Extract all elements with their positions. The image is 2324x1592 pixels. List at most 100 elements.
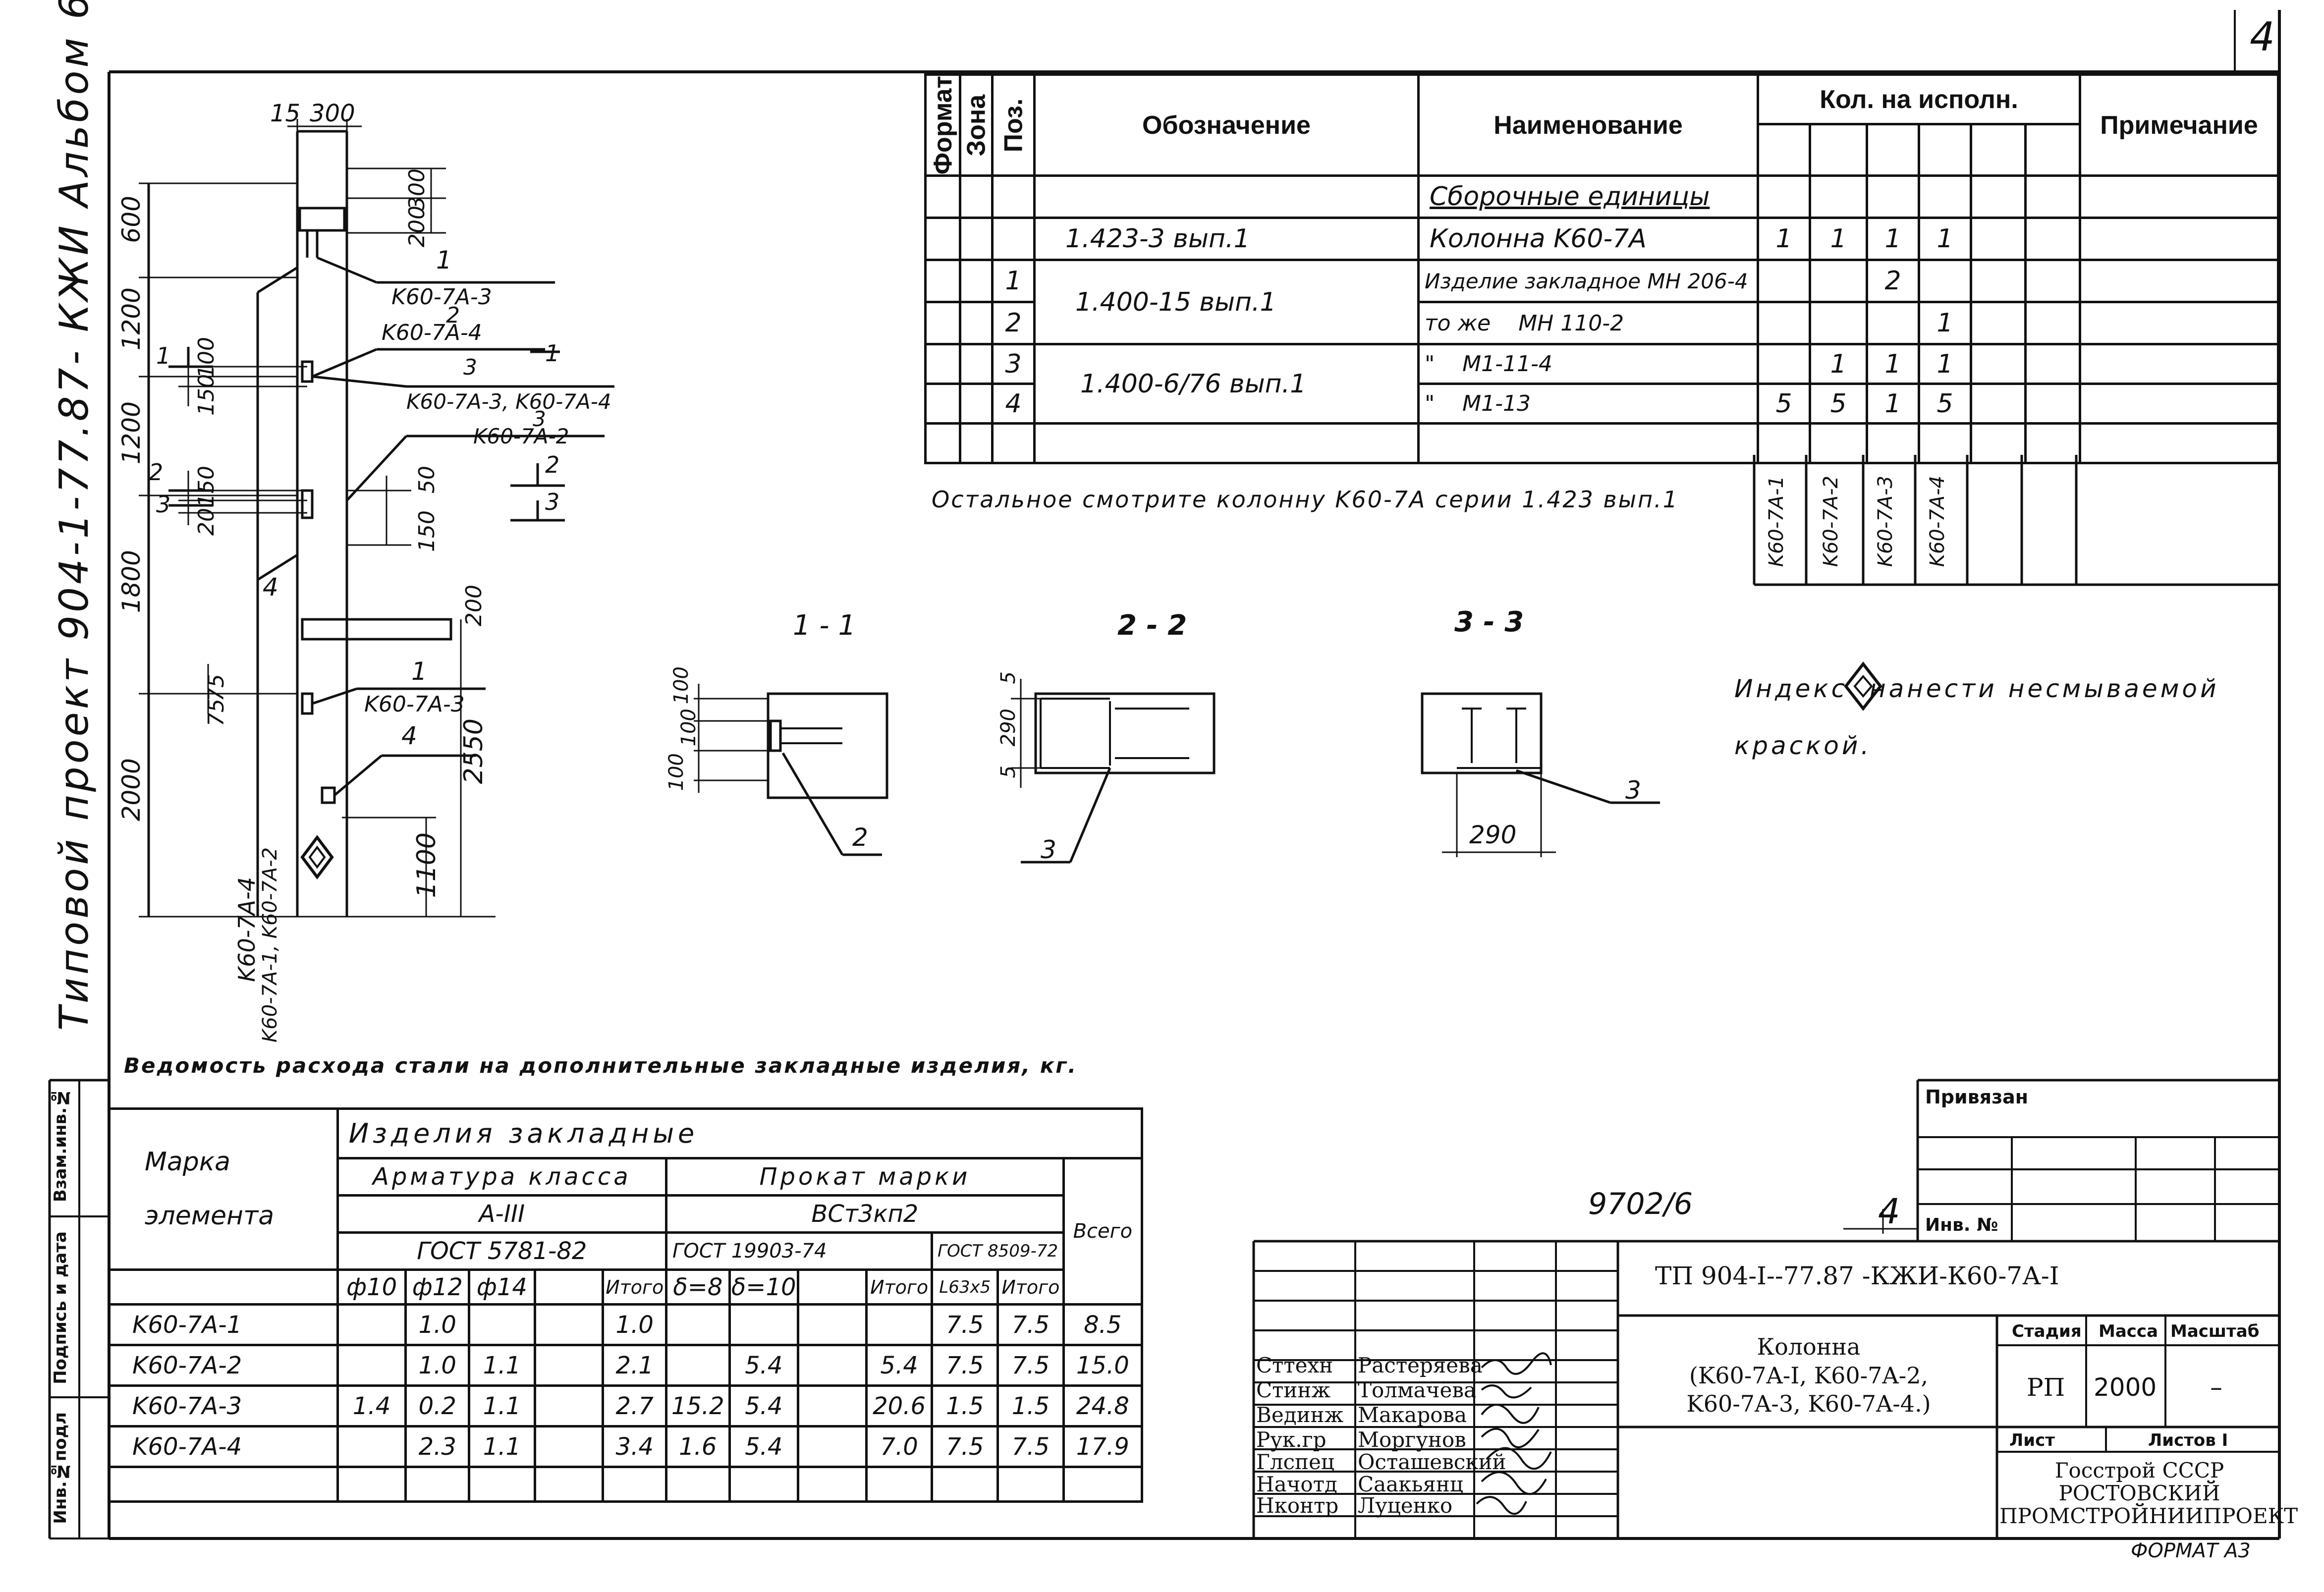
col-header: ф12 xyxy=(404,1268,471,1306)
qty-cell: 5 xyxy=(1757,383,1811,425)
spec-name-column: Колонна K60-7A xyxy=(1417,217,1759,262)
top-dim-300: 300 xyxy=(310,100,355,127)
cell: 1.1 xyxy=(468,1344,536,1387)
specification-table: Формат Зона Поз. Обозначение Наименовани… xyxy=(924,73,2279,465)
list-header: Лист xyxy=(2009,1430,2055,1450)
cell xyxy=(796,1303,868,1346)
staff-role: Рук.гр xyxy=(1256,1427,1327,1452)
callout-mark-1a: K60-7A-3 xyxy=(391,284,492,310)
cell-total: 15.0 xyxy=(1062,1344,1144,1387)
gost-19903: ГОСТ 19903-74 xyxy=(664,1231,934,1271)
spec-name-embedded: Изделие закладное МН 206-4 xyxy=(1417,259,1759,304)
section-mark-1-right: 1 xyxy=(545,340,560,367)
qty-cell: 1 xyxy=(1918,217,1972,262)
doc-number: 9702/6 xyxy=(1588,1187,1693,1221)
col-header: Итого xyxy=(865,1268,934,1306)
qty-cell xyxy=(1757,259,1811,304)
col-header: L63x5 xyxy=(931,1268,999,1306)
cell xyxy=(336,1303,407,1346)
spec-designation-1400-15: 1.400-15 вып.1 xyxy=(1033,259,1420,346)
row-mark: K60-7A-1 xyxy=(110,1303,339,1346)
object-title: Колонна (K60-7A-I, K60-7A-2, K60-7A-3, K… xyxy=(1686,1333,1931,1417)
cell xyxy=(665,1303,731,1346)
table-row: K60-7A-4 2.3 1.1 3.4 1.6 5.4 7.0 7.5 7.5… xyxy=(110,1425,1144,1468)
row-mark: K60-7A-2 xyxy=(110,1344,339,1387)
pos-cell: 4 xyxy=(991,383,1036,425)
cell-total: 24.8 xyxy=(1062,1384,1144,1427)
spec-remark: Остальное смотрите колонну K60-7A серии … xyxy=(932,486,1679,513)
cell xyxy=(796,1384,868,1427)
staff-role: Сттехн xyxy=(1256,1353,1333,1377)
rebar-gost: ГОСТ 5781-82 xyxy=(336,1231,668,1271)
column-elevation xyxy=(139,119,614,918)
table-row: K60-7A-3 1.4 0.2 1.1 2.7 15.2 5.4 20.6 1… xyxy=(110,1384,1144,1427)
qty-cell: 1 xyxy=(1809,217,1868,262)
staff-name: Луценко xyxy=(1358,1493,1453,1518)
col-header: δ=10 xyxy=(728,1268,799,1306)
callout-pos-4: 4 xyxy=(401,721,417,750)
staff-name: Макарова xyxy=(1358,1403,1467,1427)
spec-designation-1400-6: 1.400-6/76 вып.1 xyxy=(1033,343,1420,425)
staff-name: Саакьянц xyxy=(1358,1472,1463,1496)
callout-mark-2: K60-7A-4 xyxy=(382,320,482,345)
section-title-1-1: 1 - 1 xyxy=(793,609,856,642)
cell: 5.4 xyxy=(728,1384,799,1427)
cell: 0.2 xyxy=(404,1384,471,1427)
staff-role: Начотд xyxy=(1256,1472,1337,1496)
pos-cell: 2 xyxy=(991,301,1036,346)
staff-role: Вединж xyxy=(1256,1403,1344,1427)
qty-cell xyxy=(1809,259,1868,304)
cell xyxy=(796,1425,868,1468)
cell xyxy=(533,1425,605,1468)
cell: 1.1 xyxy=(468,1384,536,1427)
callout-pos-3a: 3 xyxy=(463,355,477,380)
section-mark-1-left: 1 xyxy=(156,342,171,369)
qty-cell: 1 xyxy=(1918,343,1972,385)
staff-role: Стинж xyxy=(1256,1378,1330,1402)
pos-cell: 1 xyxy=(991,259,1036,304)
qty-cell: 5 xyxy=(1809,383,1868,425)
spec-section-assemblies: Сборочные единицы xyxy=(1417,174,1759,220)
qty-cell: 2 xyxy=(1866,259,1920,304)
cell xyxy=(533,1344,605,1387)
qty-cell xyxy=(1918,259,1972,304)
cell xyxy=(533,1384,605,1427)
header-designation: Обозначение xyxy=(1033,73,1420,177)
cell-total: 17.9 xyxy=(1062,1425,1144,1468)
staff-name: Осташевский xyxy=(1358,1450,1506,1474)
qty-cell: 1 xyxy=(1757,217,1811,262)
cell: 1.0 xyxy=(602,1303,667,1346)
spec-name-same: то же МН 110-2 xyxy=(1417,301,1759,346)
spec-name-m1-13: " M1-13 xyxy=(1417,383,1759,425)
qty-cell xyxy=(1809,301,1868,346)
cell-total: 8.5 xyxy=(1062,1303,1144,1346)
sheet-number: 4 xyxy=(2250,14,2275,60)
cell xyxy=(533,1303,605,1346)
cell: 7.5 xyxy=(996,1303,1065,1346)
scale-value: – xyxy=(2210,1373,2222,1402)
qty-cell xyxy=(1866,301,1920,346)
section-mark-3-left: 3 xyxy=(156,491,171,518)
steel-table: Марка элемента Изделия закладные Арматур… xyxy=(110,1107,1144,1503)
cell xyxy=(728,1303,799,1346)
callout-pos-1b: 1 xyxy=(411,657,427,686)
cell xyxy=(665,1344,731,1387)
note-line-2: краской. xyxy=(1734,731,1872,760)
callout-pos-1a: 1 xyxy=(436,246,452,274)
rebar-class: A-III xyxy=(336,1194,668,1234)
mass-header: Масса xyxy=(2099,1321,2158,1341)
staff-role: Нконтр xyxy=(1256,1493,1339,1518)
col-header: ф14 xyxy=(468,1268,536,1306)
doc-code: ТП 904-I--77.87 -КЖИ-К60-7А-I xyxy=(1655,1262,2059,1290)
cell: 1.5 xyxy=(931,1384,999,1427)
cell xyxy=(336,1425,407,1468)
rolled-grade: ВСт3кп2 xyxy=(665,1194,1065,1234)
qty-cell xyxy=(1757,343,1811,385)
staff-role: Глспец xyxy=(1256,1450,1334,1474)
qty-cell: 1 xyxy=(1866,343,1920,385)
col-header xyxy=(796,1268,868,1306)
format-label: ФОРМАТ А3 xyxy=(2131,1539,2251,1562)
